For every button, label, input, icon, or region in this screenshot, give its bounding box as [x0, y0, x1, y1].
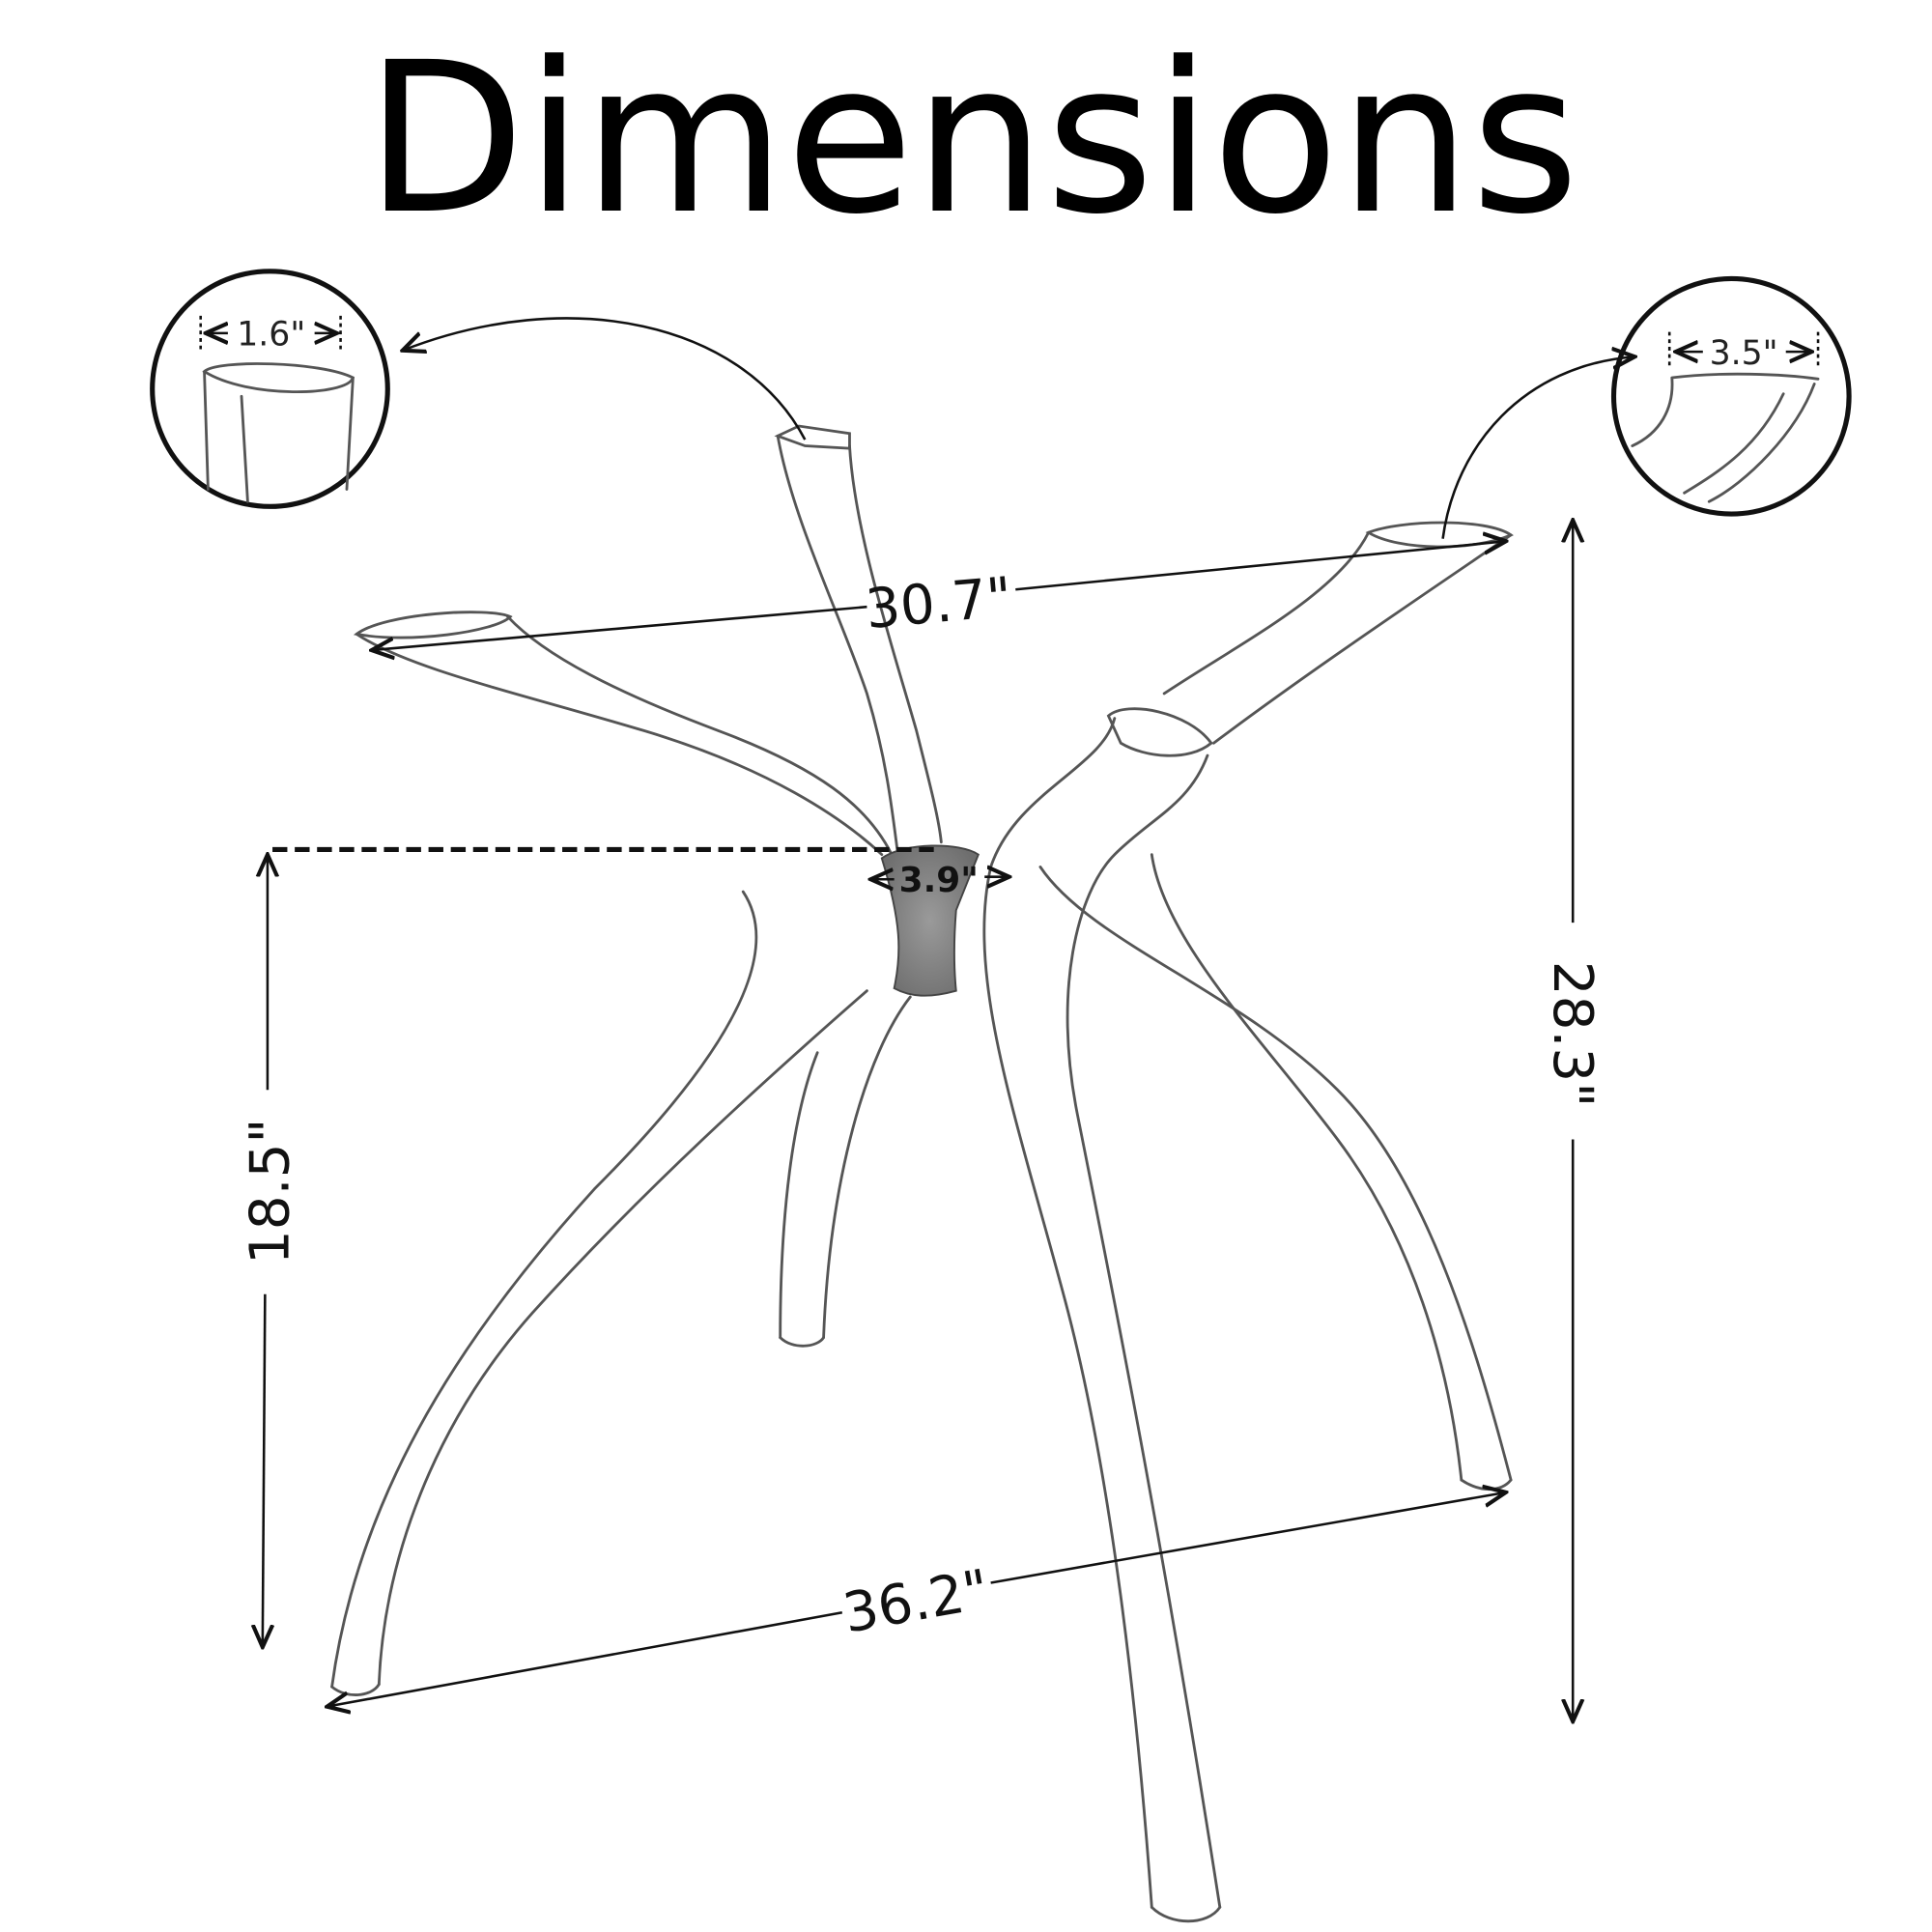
table-base-sketch [330, 424, 1514, 1923]
top-pad-detail: 3.5" [1610, 275, 1852, 517]
hub-diameter-label: 3.9" [899, 861, 979, 900]
total-height-dimension: 28.3" [1541, 520, 1604, 1721]
leg-end-detail: 1.6" [150, 269, 390, 509]
hub-height-dimension: 18.5" [240, 846, 942, 1647]
page-title: Dimensions [365, 17, 1579, 260]
leg-end-thickness-label: 1.6" [237, 316, 305, 355]
top-pad-width-label: 3.5" [1710, 334, 1778, 373]
total-height-label: 28.3" [1541, 961, 1604, 1108]
hub-diameter-dimension: 3.9" [870, 861, 1009, 900]
center-hub [880, 844, 980, 997]
top-width-label: 30.7" [863, 566, 1014, 641]
callout-arrow-top-pad [1441, 356, 1635, 539]
base-width-dimension: 36.2" [327, 1492, 1506, 1707]
hub-height-label: 18.5" [240, 1119, 302, 1265]
callout-arrow-leg-end [403, 317, 807, 440]
top-width-dimension: 30.7" [372, 541, 1506, 650]
base-width-label: 36.2" [838, 1558, 994, 1645]
